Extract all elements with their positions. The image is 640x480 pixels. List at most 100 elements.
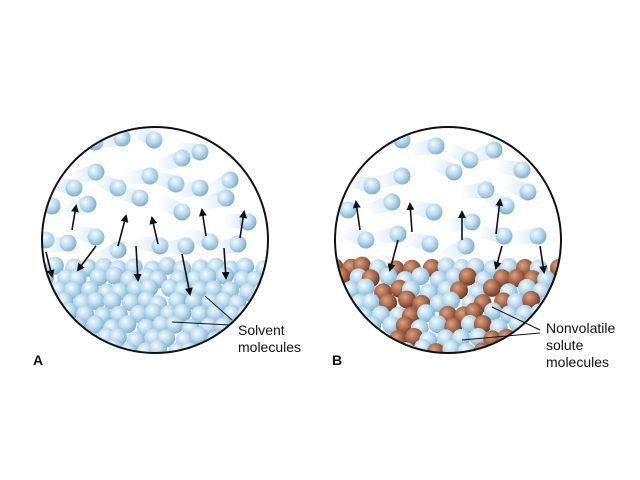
motion-arrow: [352, 200, 361, 231]
motion-arrow: [198, 208, 207, 237]
vapor-molecule: [467, 141, 503, 165]
solvent-molecule: [68, 341, 87, 353]
solvent-molecule: [411, 267, 430, 286]
vapor-molecule: [42, 195, 61, 215]
vapor-molecule: [204, 171, 239, 199]
solvent-molecule: [42, 315, 58, 334]
label-line: Solvent: [238, 322, 285, 338]
panel-b-circle: [334, 126, 562, 354]
motion-arrow: [71, 204, 79, 231]
vapor-molecule: [156, 193, 191, 221]
solute-molecule: [482, 278, 501, 297]
motion-arrow: [149, 216, 159, 245]
solute-molecule: [335, 319, 348, 337]
label-line: Nonvolatile: [546, 320, 616, 336]
label-line: molecules: [546, 354, 610, 370]
motion-arrow: [387, 239, 399, 272]
solvent-molecule: [152, 315, 171, 334]
solvent-molecule: [68, 317, 87, 336]
solvent-molecule: [42, 326, 51, 345]
vapor-molecule: [221, 213, 257, 231]
vapor-molecule: [128, 127, 163, 149]
vapor-molecule: [495, 159, 531, 179]
vapor-molecule: [375, 127, 411, 149]
vapor-molecule: [511, 227, 547, 245]
vapor-molecule: [91, 241, 127, 267]
solute-molecule: [526, 340, 545, 353]
motion-arrow: [495, 198, 504, 235]
solvent-molecule: [42, 304, 51, 323]
vapor-molecule: [501, 177, 537, 201]
solvent-molecule: [63, 326, 82, 345]
solvent-molecule: [508, 338, 527, 353]
solvent-molecule: [361, 293, 380, 312]
solvent-molecule: [249, 291, 268, 310]
panel-letter-a: A: [33, 352, 44, 368]
motion-arrow: [493, 245, 503, 270]
vapor-molecule: [211, 235, 247, 257]
panel-b-solution: [334, 126, 562, 354]
vapor-molecule: [375, 167, 411, 189]
nonvolatile-solute-label: Nonvolatile solute molecules: [546, 320, 615, 371]
solvent-molecule: [165, 315, 184, 334]
solvent-molecule: [524, 316, 542, 335]
solvent-molecule: [445, 267, 464, 286]
motion-arrow: [406, 202, 415, 233]
vapor-molecule: [427, 155, 463, 181]
motion-arrow: [117, 214, 129, 247]
solvent-molecule: [127, 279, 145, 298]
solvent-molecule: [86, 315, 105, 334]
vapor-molecule: [439, 237, 475, 263]
vapor-molecule: [371, 225, 407, 245]
solvent-molecule: [158, 256, 177, 275]
label-line: solute: [546, 337, 584, 353]
solvent-molecule: [379, 267, 398, 286]
solute-molecule: [388, 330, 407, 349]
solvent-callout-line: [171, 321, 231, 326]
motion-arrow: [239, 210, 248, 239]
solvent-molecule: [206, 304, 225, 322]
solvent-molecule: [460, 315, 479, 333]
solute-molecule: [398, 290, 416, 309]
vapor-molecule: [42, 234, 77, 254]
solvent-callout-line: [204, 295, 233, 321]
vapor-molecule: [403, 231, 439, 253]
motion-arrow: [45, 251, 55, 278]
label-line: molecules: [238, 339, 302, 355]
solvent-molecule: [189, 326, 208, 345]
motion-arrow: [133, 245, 142, 282]
vapor-molecule: [199, 189, 235, 211]
solvent-molecule: [484, 302, 502, 321]
solute-callout-line: [491, 306, 541, 331]
solvent-molecule: [103, 291, 122, 310]
solvent-molecules-label: Solvent molecules: [238, 322, 301, 356]
solvent-molecule: [129, 305, 148, 323]
solvent-molecule: [442, 291, 460, 310]
solvent-molecule: [86, 341, 105, 353]
vapor-molecule: [407, 199, 443, 221]
panel-a-circle: [41, 126, 269, 354]
solvent-molecule: [335, 305, 345, 324]
vapor-molecule: [61, 195, 97, 219]
solvent-molecule: [105, 266, 124, 285]
solute-callout-line: [461, 332, 541, 341]
solvent-molecule: [469, 328, 488, 346]
solvent-molecule: [42, 281, 46, 300]
solvent-molecule: [382, 315, 401, 334]
solvent-molecule: [335, 330, 340, 349]
solvent-molecule: [356, 327, 375, 346]
solvent-molecule: [356, 278, 375, 297]
solvent-molecule: [56, 316, 75, 335]
motion-arrow: [221, 247, 230, 280]
vapor-molecule: [173, 179, 209, 199]
vapor-molecule: [409, 137, 445, 157]
motion-arrow: [181, 253, 193, 296]
solute-molecule: [549, 303, 561, 322]
solvent-molecule: [81, 331, 100, 350]
solvent-molecule: [201, 340, 220, 353]
solute-molecule: [335, 278, 344, 297]
solvent-molecule: [540, 294, 559, 313]
solvent-molecule: [428, 315, 447, 334]
solvent-molecule: [48, 328, 67, 347]
